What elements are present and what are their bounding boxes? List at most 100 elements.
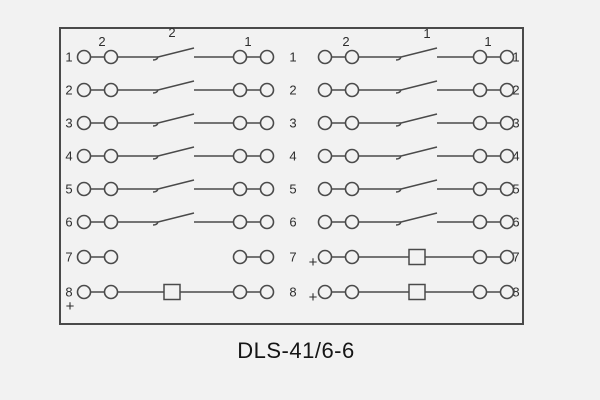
terminal-circle: [317, 82, 333, 98]
panel-border: [59, 27, 524, 325]
terminal-circle: [103, 82, 119, 98]
terminal-circle: [344, 115, 360, 131]
terminal-circle: [76, 284, 92, 300]
switch-blade: [395, 80, 438, 94]
terminal-circle: [103, 181, 119, 197]
terminal-circle: [76, 49, 92, 65]
terminal-circle: [232, 181, 248, 197]
terminal-circle: [103, 249, 119, 265]
terminal-circle: [232, 148, 248, 164]
row-number-mid: 8: [289, 285, 296, 300]
switch-blade: [395, 113, 438, 127]
terminal-circle: [344, 284, 360, 300]
plus-mark: +: [309, 289, 318, 306]
terminal-circle: [317, 148, 333, 164]
terminal-circle: [76, 148, 92, 164]
row-number-left: 8: [65, 285, 72, 300]
terminal-circle: [259, 181, 275, 197]
terminal-circle: [317, 214, 333, 230]
row-number-mid: 5: [289, 182, 296, 197]
terminal-circle: [344, 49, 360, 65]
terminal-circle: [344, 249, 360, 265]
terminal-circle: [259, 82, 275, 98]
resistor-box: [408, 283, 426, 301]
terminal-circle: [232, 249, 248, 265]
terminal-circle: [76, 214, 92, 230]
terminal-circle: [344, 148, 360, 164]
contact-group-label: 1: [423, 26, 430, 41]
terminal-circle: [259, 115, 275, 131]
terminal-circle: [232, 115, 248, 131]
row-number-right: 7: [512, 250, 519, 265]
switch-blade: [395, 146, 438, 160]
row-number-right: 4: [512, 149, 519, 164]
row-number-mid: 7: [289, 250, 296, 265]
row-number-right: 5: [512, 182, 519, 197]
model-caption: DLS-41/6-6: [237, 338, 355, 363]
row-number-left: 6: [65, 215, 72, 230]
row-number-right: 1: [512, 50, 519, 65]
terminal-circle: [317, 49, 333, 65]
terminal-circle: [344, 214, 360, 230]
terminal-circle: [232, 82, 248, 98]
switch-blade: [152, 146, 195, 160]
terminal-circle: [472, 82, 488, 98]
switch-blade: [395, 47, 438, 61]
terminal-circle: [103, 284, 119, 300]
contact-group-label: 1: [484, 34, 491, 49]
plus-mark: +: [66, 298, 75, 315]
resistor-box: [408, 248, 426, 266]
contact-group-label: 2: [342, 34, 349, 49]
terminal-circle: [76, 115, 92, 131]
terminal-circle: [259, 49, 275, 65]
contact-group-label: 1: [244, 34, 251, 49]
contact-group-label: 2: [168, 25, 175, 40]
terminal-circle: [472, 49, 488, 65]
terminal-circle: [317, 181, 333, 197]
terminal-circle: [317, 115, 333, 131]
terminal-circle: [259, 214, 275, 230]
terminal-circle: [76, 249, 92, 265]
row-number-mid: 4: [289, 149, 296, 164]
switch-blade: [152, 212, 195, 226]
terminal-circle: [232, 284, 248, 300]
terminal-circle: [472, 249, 488, 265]
row-number-mid: 2: [289, 83, 296, 98]
terminal-circle: [259, 284, 275, 300]
terminal-circle: [472, 284, 488, 300]
terminal-circle: [344, 82, 360, 98]
switch-blade: [395, 212, 438, 226]
terminal-circle: [103, 115, 119, 131]
row-number-left: 1: [65, 50, 72, 65]
resistor-box: [163, 283, 181, 301]
row-number-right: 8: [512, 285, 519, 300]
switch-blade: [152, 113, 195, 127]
row-number-left: 3: [65, 116, 72, 131]
row-number-left: 2: [65, 83, 72, 98]
row-number-left: 4: [65, 149, 72, 164]
row-number-mid: 6: [289, 215, 296, 230]
row-number-right: 6: [512, 215, 519, 230]
switch-blade: [152, 80, 195, 94]
contact-group-label: 2: [98, 34, 105, 49]
row-number-left: 7: [65, 250, 72, 265]
terminal-circle: [344, 181, 360, 197]
terminal-circle: [472, 181, 488, 197]
terminal-circle: [103, 148, 119, 164]
terminal-circle: [259, 249, 275, 265]
terminal-circle: [317, 284, 333, 300]
terminal-circle: [259, 148, 275, 164]
terminal-circle: [76, 82, 92, 98]
terminal-circle: [103, 49, 119, 65]
row-number-right: 3: [512, 116, 519, 131]
row-number-mid: 3: [289, 116, 296, 131]
row-number-left: 5: [65, 182, 72, 197]
terminal-circle: [472, 214, 488, 230]
terminal-circle: [472, 115, 488, 131]
row-number-mid: 1: [289, 50, 296, 65]
terminal-circle: [232, 49, 248, 65]
terminal-circle: [232, 214, 248, 230]
terminal-circle: [317, 249, 333, 265]
